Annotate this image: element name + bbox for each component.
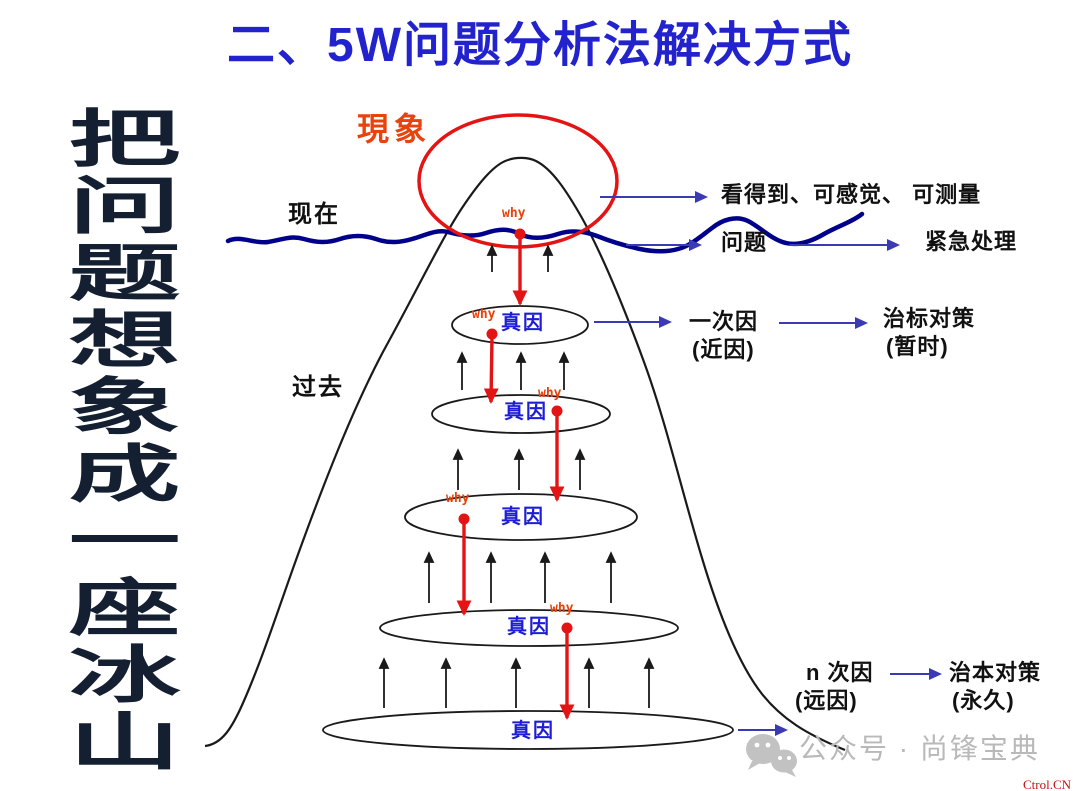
phenomenon-label: 現象 xyxy=(357,111,432,147)
now-label: 现在 xyxy=(288,201,340,228)
water-line xyxy=(225,211,865,254)
cause-ellipse-5 xyxy=(322,710,734,750)
first-cause-label: 一次因 xyxy=(689,309,759,334)
nth-cause-label: n 次因 xyxy=(806,660,874,685)
root-fix-note: (永久) xyxy=(952,688,1015,713)
symptomatic-fix-note: (暂时) xyxy=(886,334,949,359)
pointer-arrows xyxy=(594,191,942,736)
up-arrows xyxy=(378,244,655,708)
cause-ellipse-2 xyxy=(431,394,611,434)
nth-cause-note: (远因) xyxy=(795,688,858,713)
true-cause-label-4: 真因 xyxy=(507,616,551,638)
phenomenon-circle xyxy=(417,113,619,249)
true-cause-label-5: 真因 xyxy=(511,720,555,742)
symptomatic-fix-label: 治标对策 xyxy=(883,306,976,331)
true-cause-label-3: 真因 xyxy=(501,506,545,528)
problem-label: 问题 xyxy=(721,230,768,255)
cause-ellipse-4 xyxy=(379,609,679,647)
why-arrows xyxy=(456,228,575,721)
root-fix-label: 治本对策 xyxy=(949,660,1042,685)
why-label-1: why xyxy=(502,206,526,221)
why-label-2: why xyxy=(472,307,496,322)
true-cause-label-2: 真因 xyxy=(504,401,548,423)
why-label-4: why xyxy=(446,491,470,506)
left-banner: 把问题想象成一座冰山 xyxy=(50,106,174,776)
mountain-outline xyxy=(204,156,846,752)
page-title: 二、5W问题分析法解决方式 xyxy=(226,19,854,72)
observable-label: 看得到、可感觉、 可测量 xyxy=(721,182,982,207)
first-cause-note: (近因) xyxy=(692,337,755,362)
watermark-account: 公众号 · 尚锋宝典 xyxy=(799,733,1040,764)
past-label: 过去 xyxy=(292,374,344,401)
why-label-3: why xyxy=(538,386,562,401)
why-label-5: why xyxy=(550,601,574,616)
wechat-icon xyxy=(746,734,797,777)
site-credit: Ctrol.CN xyxy=(1023,777,1072,791)
urgent-action-label: 紧急处理 xyxy=(925,229,1018,254)
true-cause-label-1: 真因 xyxy=(501,312,545,334)
